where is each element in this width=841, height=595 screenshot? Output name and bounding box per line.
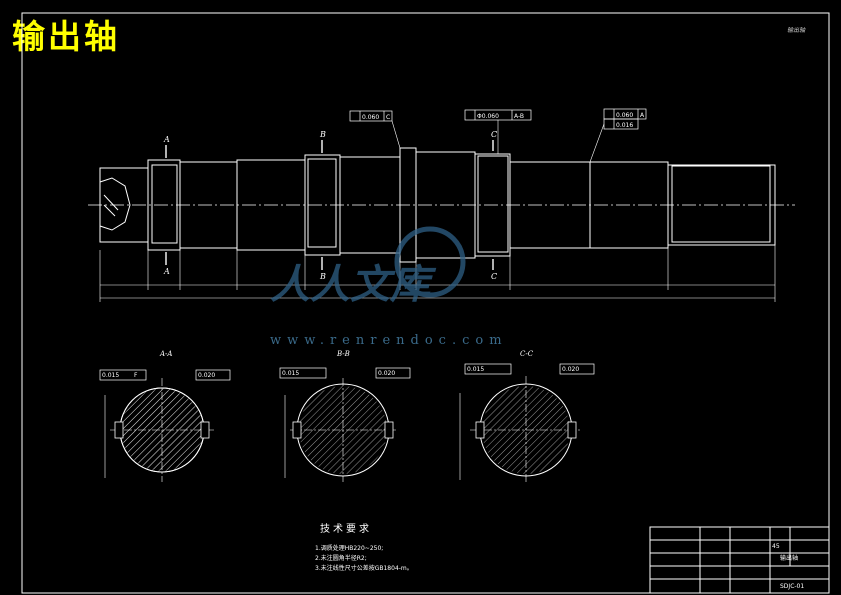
marker-a-top: A: [163, 135, 170, 144]
watermark-logo: 人人文库: [270, 226, 466, 308]
sec-b-flat: 0.020: [378, 370, 395, 377]
watermark-brand: 人人文库: [270, 262, 437, 308]
tech-note-3: 3.未注线性尺寸公差按GB1804-m。: [315, 565, 413, 572]
tol-right-val2: 0.016: [616, 122, 633, 129]
title-block: [649, 526, 830, 594]
marker-c-top: C: [491, 130, 497, 139]
drawing-frame: [21, 12, 830, 594]
sec-c-flat: 0.020: [562, 366, 579, 373]
corner-label: 输出轴: [787, 27, 806, 34]
marker-a-bottom: A: [163, 267, 170, 276]
drawing-title: 输出轴: [12, 17, 120, 56]
sec-a-flat: 0.020: [198, 372, 215, 379]
sec-c-sym: 0.015: [467, 366, 484, 373]
marker-c-bottom: C: [491, 272, 497, 281]
sec-a-sym: 0.015: [102, 372, 119, 379]
tol-mid-datum: A-B: [514, 113, 524, 120]
tol-mid-val: Φ0.060: [477, 113, 499, 120]
section-b-label: B-B: [337, 350, 350, 358]
marker-b-bottom: B: [319, 272, 326, 281]
section-c-label: C-C: [520, 350, 534, 358]
tb-drawing-no: SDJC-01: [780, 583, 804, 590]
sec-a-sym-datum: F: [134, 372, 138, 379]
tech-requirements-title: 技术要求: [320, 524, 372, 535]
tol-left-val: 0.060: [362, 114, 379, 121]
tol-right-val1: 0.060: [616, 112, 633, 119]
section-a-label: A-A: [160, 350, 173, 358]
tech-note-1: 1.调质处理HB220~250;: [315, 545, 384, 552]
tb-part-name: 输出轴: [780, 554, 798, 562]
tech-note-2: 2.未注圆角半径R2;: [315, 555, 367, 562]
tb-material: 45: [772, 543, 780, 550]
tol-left-datum: C: [386, 114, 390, 121]
sec-b-sym: 0.015: [282, 370, 299, 377]
watermark-url: www.renrendoc.com: [270, 333, 508, 348]
marker-b-top: B: [319, 130, 326, 139]
tol-right-datum1: A: [640, 112, 645, 119]
